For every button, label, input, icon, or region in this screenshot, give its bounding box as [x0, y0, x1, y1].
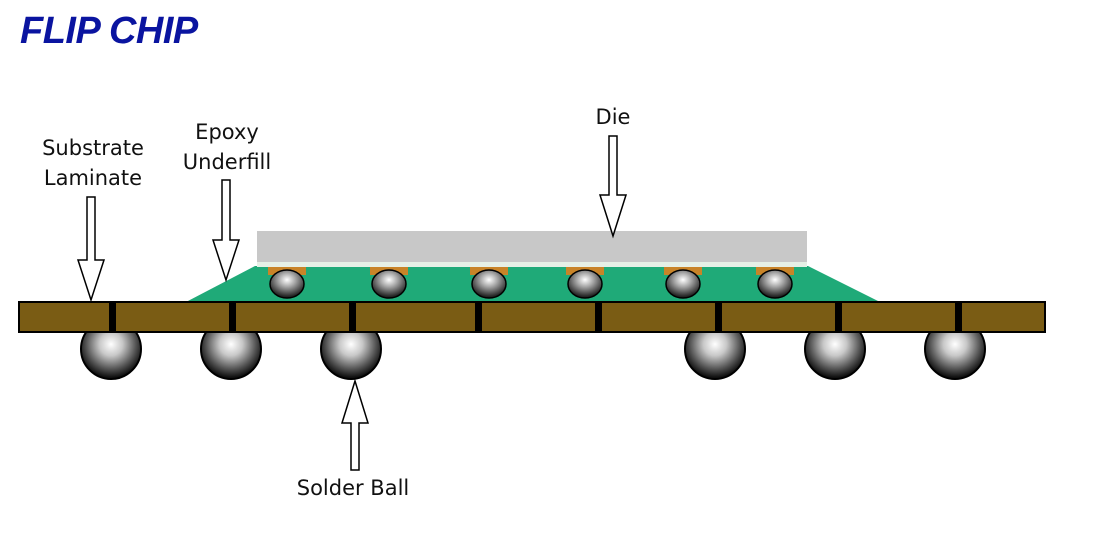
bump [566, 266, 604, 299]
bump [756, 266, 794, 299]
via [595, 302, 602, 332]
epoxy-label-line: Underfill [182, 150, 272, 174]
via [835, 302, 842, 332]
substrate-label-line: Substrate [42, 136, 144, 160]
via [715, 302, 722, 332]
via [229, 302, 236, 332]
substrate-label: Substrate Laminate [30, 133, 156, 193]
callout-arrows [76, 135, 628, 471]
via [955, 302, 962, 332]
die-bumps [268, 266, 794, 299]
bump [470, 266, 508, 299]
epoxy-label: Epoxy Underfill [172, 117, 282, 177]
die-bottom-layer [257, 262, 807, 267]
solder-ball-label: Solder Ball [296, 476, 410, 500]
bump [664, 266, 702, 299]
substrate-laminate [18, 301, 1046, 333]
die [257, 231, 807, 262]
epoxy-underfill [186, 266, 880, 302]
die-arrow-icon [598, 135, 628, 239]
diagram-title: FLIP CHIP [20, 10, 198, 52]
die-label: Die [595, 105, 631, 129]
via [109, 302, 116, 332]
bump [370, 266, 408, 299]
via [349, 302, 356, 332]
substrate-label-line: Laminate [43, 166, 143, 190]
solder-balls [80, 318, 986, 380]
epoxy-label-line: Epoxy [195, 120, 259, 144]
via [475, 302, 482, 332]
substrate-arrow-icon [76, 196, 106, 303]
bump [268, 266, 306, 299]
solder-ball-arrow-icon [340, 378, 370, 471]
substrate-vias [109, 302, 962, 332]
epoxy-arrow-icon [211, 179, 241, 283]
